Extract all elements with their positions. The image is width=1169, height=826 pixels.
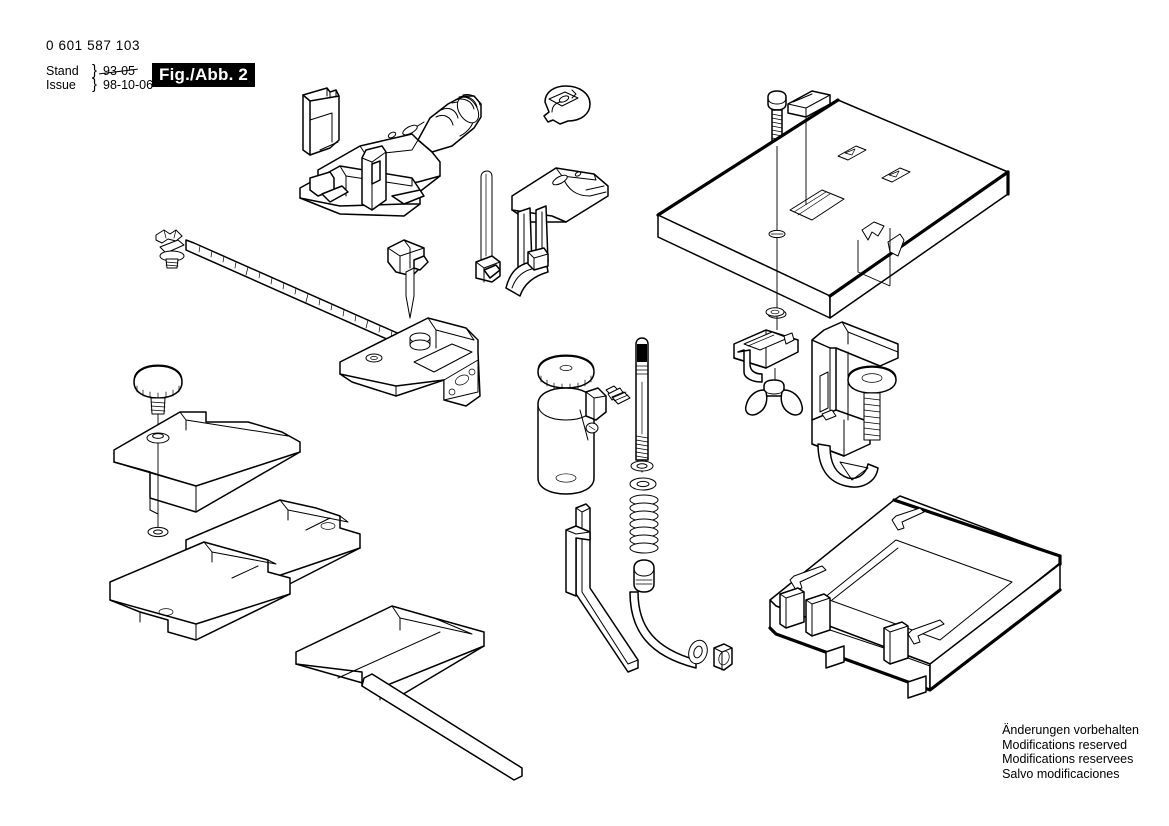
disclaimer-line-es: Salvo modificaciones [1002, 766, 1120, 781]
part-handle-washer [688, 639, 708, 665]
revision-label-stand: Stand [46, 64, 79, 78]
disclaimer-line-fr: Modifications reservees [1002, 752, 1134, 767]
part-washer-large [629, 477, 657, 491]
part-corner-bracket [302, 87, 340, 156]
part-bent-handle-rod [629, 559, 697, 669]
part-threaded-rod [635, 337, 649, 473]
part-extension-plate-c [295, 605, 523, 781]
part-extension-plate-b [109, 541, 291, 641]
part-hex-nut [713, 643, 733, 671]
part-slide-bracket [733, 307, 799, 383]
revision-brace-top: } [91, 62, 97, 79]
part-tool-cradle [299, 94, 482, 217]
part-work-table [656, 98, 1010, 319]
revision-value-current: 98-10-06 [103, 78, 154, 92]
revision-brace-bottom: } [91, 76, 97, 93]
part-l-rod [565, 503, 639, 673]
revision-table: Stand } 93-05 Issue } 98-10-06 [46, 62, 154, 93]
revision-row-issue: Issue } 98-10-06 [46, 76, 154, 93]
part-base-plate [113, 411, 301, 538]
part-carrying-case [768, 495, 1062, 699]
part-circle-cutter-pin [387, 239, 429, 319]
title-block: 0 601 587 103 Stand } 93-05 Issue } 98-1… [46, 38, 466, 98]
part-number: 0 601 587 103 [46, 38, 141, 53]
modifications-disclaimer: Änderungen vorbehalten Modifications res… [1002, 723, 1139, 781]
part-bench-clamp [811, 321, 899, 488]
part-depth-stop-rod [475, 170, 501, 283]
part-ruler-clamp-screw [155, 229, 185, 269]
part-slotted-disc [543, 85, 591, 125]
disclaimer-line-de: Änderungen vorbehalten [1002, 723, 1139, 737]
revision-row-stand: Stand } 93-05 [46, 62, 153, 79]
revision-label-issue: Issue [46, 78, 76, 92]
disclaimer-line-en: Modifications reserved [1002, 737, 1128, 752]
part-t-fence-block [339, 317, 481, 407]
part-wing-nut [744, 368, 804, 416]
part-washer-small [630, 460, 654, 472]
part-compression-spring [629, 494, 659, 554]
part-column-cap [537, 354, 595, 391]
part-guide-bracket [505, 167, 609, 297]
part-column-tube [537, 387, 607, 495]
figure-badge: Fig./Abb. 2 [152, 63, 256, 87]
revision-value-superseded: 93-05 [103, 64, 135, 78]
part-column-set-screw [605, 385, 631, 405]
